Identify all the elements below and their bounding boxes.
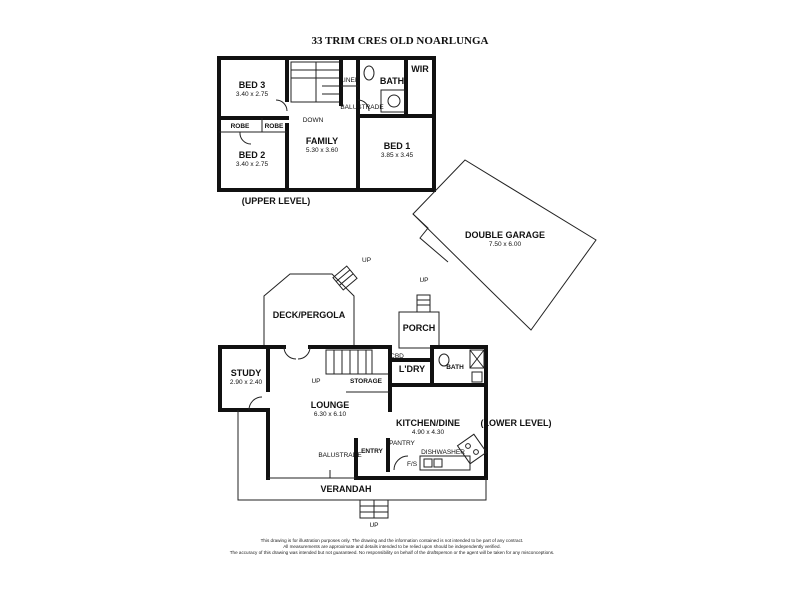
porch-steps: [416, 294, 431, 313]
upper-robe-1: ROBE: [231, 123, 250, 130]
lower-balustrade-label: BALUSTRADE: [318, 452, 362, 459]
room-bed3-name: BED 3: [239, 80, 266, 90]
deck-label: DECK/PERGOLA: [273, 310, 346, 320]
room-bed3-dims: 3.40 x 2.75: [236, 91, 269, 98]
garage-name: DOUBLE GARAGE: [465, 230, 545, 240]
room-lounge-dims: 6.30 x 6.10: [314, 411, 347, 418]
deck-steps: [332, 265, 358, 291]
garage-dims: 7.50 x 6.00: [489, 241, 522, 248]
study-outline: [218, 345, 270, 412]
lounge-up-label: UP: [311, 378, 320, 385]
room-study-dims: 2.90 x 2.40: [230, 379, 263, 386]
upper-linen-label: LINEN: [340, 77, 359, 84]
cooktop-icon: [456, 433, 488, 465]
upper-balustrade-label: BALUSTRADE: [340, 104, 384, 111]
deck-up-label: UP: [362, 257, 371, 264]
deck-outline: [263, 273, 355, 347]
room-kitchen-name: KITCHEN/DINE: [396, 418, 460, 428]
lower-bath-label: BATH: [446, 364, 464, 371]
disclaimer: This drawing is for illustration purpose…: [230, 538, 555, 555]
upper-toilet-icon: [363, 65, 375, 81]
plan-title: 33 TRIM CRES OLD NOARLUNGA: [311, 35, 488, 47]
laundry-label: L'DRY: [399, 364, 425, 374]
front-up-label: UP: [369, 522, 378, 529]
upper-wir-label: WIR: [411, 64, 429, 74]
entry-label: ENTRY: [361, 448, 383, 455]
disclaimer-line-2: All measurements are approximate and det…: [283, 544, 501, 549]
kitchen-bench: [419, 455, 471, 471]
porch-label: PORCH: [403, 323, 436, 333]
lower-level-caption: (LOWER LEVEL): [481, 418, 552, 428]
room-kitchen-dims: 4.90 x 4.30: [412, 429, 445, 436]
garage: DOUBLE GARAGE 7.50 x 6.00: [412, 159, 597, 331]
lower-stairs: [325, 349, 373, 375]
fs-label: F/S: [407, 461, 418, 468]
room-bed1-dims: 3.85 x 3.45: [381, 152, 414, 159]
disclaimer-line-3: The accuracy of this drawing was intende…: [230, 550, 555, 555]
room-family-dims: 5.30 x 3.60: [306, 147, 339, 154]
room-lounge-name: LOUNGE: [311, 400, 350, 410]
porch-up-label: UP: [419, 277, 428, 284]
room-study-name: STUDY: [231, 368, 262, 378]
deck-door-swing: [283, 346, 311, 360]
pantry-label: PANTRY: [389, 440, 415, 447]
lower-east-wall: [354, 345, 488, 480]
room-family-name: FAMILY: [306, 136, 338, 146]
upper-outer-wall: [217, 56, 436, 192]
upper-spa-bath-icon: [380, 89, 406, 113]
cbd-label: CBD: [390, 353, 404, 360]
room-bed1-name: BED 1: [384, 141, 411, 151]
lower-shower-icon: [469, 349, 485, 369]
verandah-label: VERANDAH: [320, 484, 371, 494]
upper-down-label: DOWN: [303, 117, 324, 124]
upper-door-swing: [275, 99, 288, 112]
upper-level-caption: (UPPER LEVEL): [242, 196, 311, 206]
dishwasher-label: DISHWASHER: [421, 449, 465, 456]
upper-robe-2: ROBE: [265, 123, 284, 130]
upper-level: BED 3 3.40 x 2.75 BED 2 3.40 x 2.75 FAMI…: [217, 56, 436, 206]
room-bed2-dims: 3.40 x 2.75: [236, 161, 269, 168]
lower-toilet-icon: [438, 353, 450, 367]
garage-outline: [412, 159, 597, 331]
upper-bath-label: BATH: [380, 76, 404, 86]
storage-label: STORAGE: [350, 378, 383, 385]
room-bed2-name: BED 2: [239, 150, 266, 160]
lower-level: UP UP: [218, 257, 552, 529]
disclaimer-line-1: This drawing is for illustration purpose…: [261, 538, 524, 543]
pantry-door-swing: [393, 455, 409, 471]
